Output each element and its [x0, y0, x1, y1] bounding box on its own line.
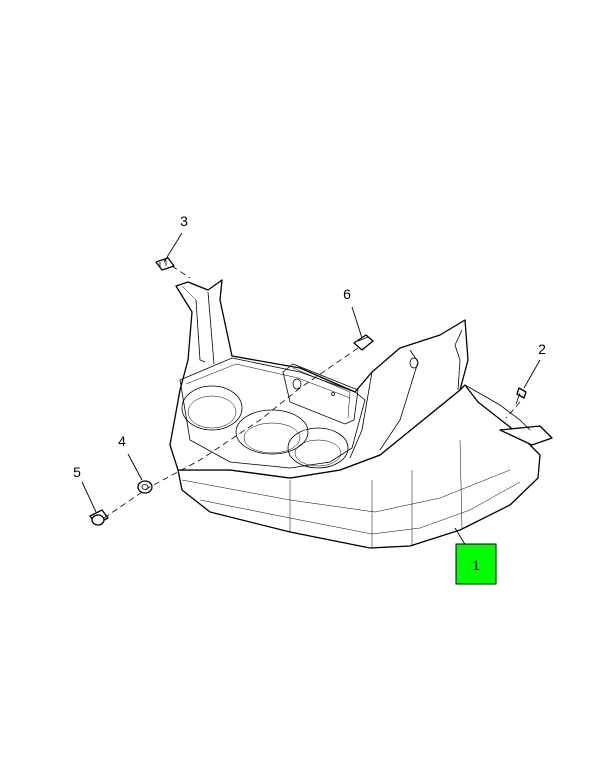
callout-4-label[interactable]: 4: [118, 433, 126, 449]
leader-lines: [81, 232, 541, 547]
console-assembly: [169, 279, 553, 549]
callout-6-label[interactable]: 6: [343, 286, 351, 302]
callout-5-label[interactable]: 5: [73, 464, 81, 480]
callout-3-label[interactable]: 3: [180, 213, 188, 229]
bolt-part-5: [89, 509, 109, 526]
nut-part-6: [353, 334, 374, 351]
clip-part-3: [155, 257, 175, 271]
screw-part-2: [515, 387, 527, 405]
callout-1-label[interactable]: 1: [472, 557, 480, 573]
washer-part-4: [137, 480, 153, 494]
callout-1-highlight[interactable]: [455, 543, 497, 585]
callout-2-label[interactable]: 2: [538, 341, 546, 357]
assembly-lines: [103, 265, 521, 519]
